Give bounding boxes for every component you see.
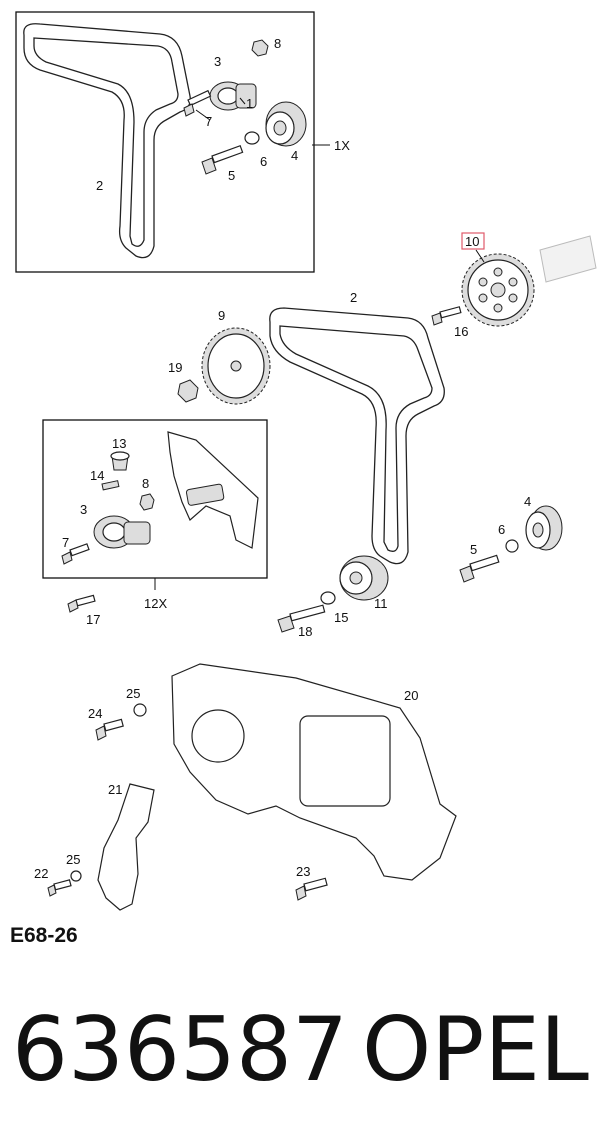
idler-pulley-kit [265, 101, 307, 147]
bolt-7 [61, 543, 90, 565]
callout-2b: 2 [350, 290, 357, 305]
bolt-23 [295, 877, 328, 901]
callout-23: 23 [296, 864, 310, 879]
callout-5b: 5 [470, 542, 477, 557]
idler-pulley [525, 505, 563, 551]
callout-7: 7 [205, 114, 212, 129]
bolt-5 [459, 554, 500, 583]
bolt-5-kit [201, 144, 244, 175]
bolt-17 [67, 594, 96, 613]
callout-6: 6 [260, 154, 267, 169]
camshaft [539, 235, 597, 283]
callout-8b: 8 [142, 476, 149, 491]
callout-8: 8 [274, 36, 281, 51]
kit-label-12x: 12X [144, 596, 167, 611]
callout-25: 25 [126, 686, 140, 701]
callout-18: 18 [298, 624, 312, 639]
timing-belt-kit [23, 23, 191, 259]
callout-1: 1 [246, 96, 253, 111]
washer-6 [505, 539, 519, 553]
bolt-18 [277, 604, 326, 633]
washer-kit [244, 131, 260, 145]
nut-8 [139, 493, 155, 511]
washer-25b [70, 870, 82, 882]
callout-19: 19 [168, 360, 182, 375]
timing-belt [269, 307, 445, 565]
bolt-7-kit [183, 89, 212, 117]
highlight-box [461, 232, 485, 250]
tensioner-pulley-kit [209, 81, 257, 111]
callout-20: 20 [404, 688, 418, 703]
engine-mount-bracket [97, 783, 155, 911]
callout-5: 5 [228, 168, 235, 183]
exploded-parts-diagram: 8 3 1 7 1X 4 6 5 2 10 2 9 16 19 13 14 8 … [15, 11, 597, 911]
callout-labels: 8 3 1 7 1X 4 6 5 2 10 2 9 16 19 13 14 8 … [34, 36, 531, 881]
crank-sprocket-9 [201, 327, 271, 405]
callout-14: 14 [90, 468, 104, 483]
callout-2: 2 [96, 178, 103, 193]
brand-name: OPEL [362, 998, 589, 1101]
callout-17: 17 [86, 612, 100, 627]
washer-15 [320, 591, 336, 605]
callout-6b: 6 [498, 522, 505, 537]
nut-19 [177, 379, 199, 403]
callout-21: 21 [108, 782, 122, 797]
crankshaft-gear [339, 555, 389, 601]
kit-1-box [15, 11, 315, 273]
bolt-24 [95, 718, 124, 741]
camshaft-pulley [461, 253, 535, 327]
callout-13: 13 [112, 436, 126, 451]
callout-3b: 3 [80, 502, 87, 517]
bolt-16 [431, 306, 462, 326]
callout-4: 4 [291, 148, 298, 163]
stud-14 [101, 480, 120, 491]
callout-3: 3 [214, 54, 221, 69]
callout-15: 15 [334, 610, 348, 625]
leader-lines [195, 97, 485, 263]
callout-24: 24 [88, 706, 102, 721]
part-number: 636587 [12, 998, 348, 1101]
callout-9: 9 [218, 308, 225, 323]
callout-16: 16 [454, 324, 468, 339]
callout-22: 22 [34, 866, 48, 881]
callout-7b: 7 [62, 535, 69, 550]
kit-label-1x: 1X [334, 138, 350, 153]
nut-kit [251, 39, 269, 57]
callout-25b: 25 [66, 852, 80, 867]
tensioner-pulley [93, 515, 151, 549]
diagram-code: E68-26 [10, 924, 78, 947]
callout-11: 11 [374, 596, 388, 611]
bolt-22 [47, 879, 72, 897]
callout-4b: 4 [524, 494, 531, 509]
callout-10: 10 [465, 234, 479, 249]
washer-25 [133, 703, 147, 717]
